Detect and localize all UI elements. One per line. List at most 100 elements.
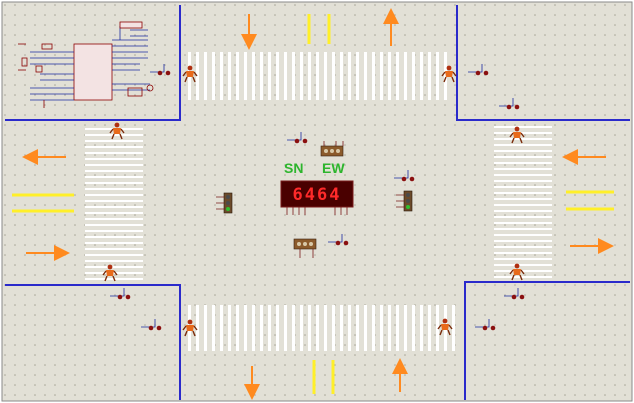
crossing-stripe [292,52,295,100]
signal-node [110,288,131,300]
crossing-stripe [428,52,431,100]
crossing-stripe [494,228,552,230]
crossing-stripe [252,305,255,351]
crossing-stripe [276,52,279,100]
signal-node [499,98,520,110]
crossing-stripe [85,248,143,250]
signal-node [328,234,349,246]
crossing-stripe [332,52,335,100]
crossing-stripe [196,52,199,100]
crossing-stripe [494,204,552,206]
label-ew: EW [322,160,345,176]
crossing-stripe [404,305,407,351]
crossing-stripe [494,180,552,182]
corner-bottom-left [5,284,181,400]
crossing-stripe [494,234,552,236]
crossing-stripe [85,152,143,154]
crossing-stripe [428,305,431,351]
pedestrian-icon [109,122,125,140]
crossing-stripe [228,52,231,100]
crossing-stripe [316,305,319,351]
crossing-stripe [268,52,271,100]
crossing-stripe [196,305,199,351]
crossing-stripe [494,186,552,188]
crossing-stripe [494,156,552,158]
crossing-stripe [204,305,207,351]
crossing-stripe [85,170,143,172]
crossing-stripe [212,305,215,351]
crossing-stripe [348,305,351,351]
display-digits: 6464 [293,185,342,205]
crossing-stripe [494,264,552,266]
crossing-stripe [85,158,143,160]
pedestrian-icon [441,65,457,83]
signal-node [141,319,162,331]
crossing-stripe [284,52,287,100]
crossing-stripe [494,162,552,164]
crossing-stripe [300,305,303,351]
crossing-stripe [85,140,143,142]
crossing-stripe [252,52,255,100]
crossing-stripe [308,52,311,100]
crossing-stripe [212,52,215,100]
crossing-stripe [324,305,327,351]
crossing-stripe [332,305,335,351]
crossing-stripe [236,52,239,100]
crossing-stripe [364,305,367,351]
crossing-stripe [85,254,143,256]
crossing-stripe [85,236,143,238]
corner-top-left [5,5,181,121]
crossing-stripe [356,52,359,100]
corner-bottom-right [464,281,630,400]
crossing-stripe [494,258,552,260]
crossing-stripe [85,164,143,166]
crossing-stripe [348,52,351,100]
corner-blocks [5,5,630,400]
crossing-stripe [292,305,295,351]
signal-node [150,64,171,76]
crossing-stripe [85,242,143,244]
crossing-stripe [494,216,552,218]
corner-top-right [456,5,630,121]
traffic-light-icon [396,190,413,212]
crossing-stripe [388,52,391,100]
center-lines [12,14,614,394]
crossing-stripe [494,150,552,152]
crossing-stripe [284,305,287,351]
crossing-stripe [412,305,415,351]
label-sn: SN [284,160,303,176]
crossing-stripe [244,305,247,351]
crossing-stripe [494,192,552,194]
crossing-stripe [388,305,391,351]
crossing-stripe [452,305,455,351]
crossing-stripe [220,52,223,100]
crossing-stripe [236,305,239,351]
pedestrian-icon [102,264,118,282]
crossing-stripe [494,270,552,272]
crossing-north [188,52,447,100]
crossing-stripe [85,206,143,208]
crossing-stripe [494,246,552,248]
crossing-stripe [494,240,552,242]
crossing-stripe [412,52,415,100]
crossing-stripe [85,200,143,202]
crossing-stripe [85,272,143,274]
traffic-lights [110,64,525,331]
crossing-stripe [494,144,552,146]
pedestrian-icon [509,126,525,144]
crossing-stripe [85,212,143,214]
crossing-stripe [380,305,383,351]
crossing-stripe [436,305,439,351]
crossing-stripe [85,218,143,220]
crossing-stripe [494,252,552,254]
crossing-stripe [404,52,407,100]
crossing-stripe [85,176,143,178]
crossing-stripe [244,52,247,100]
crossing-stripe [494,132,552,134]
crossing-stripe [204,52,207,100]
crossing-stripe [324,52,327,100]
signal-node [394,170,415,182]
crossing-stripe [494,138,552,140]
crossing-stripe [260,52,263,100]
crossing-stripe [85,224,143,226]
